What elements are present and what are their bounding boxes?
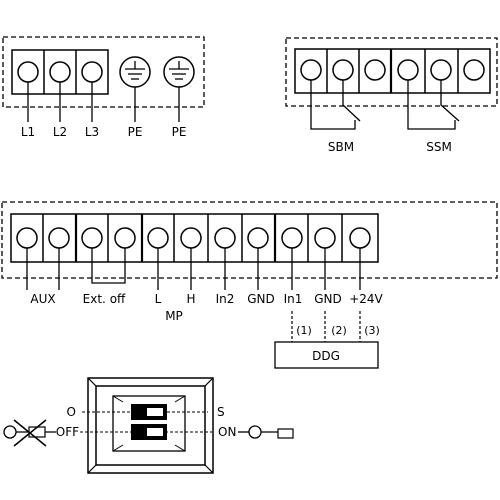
control-terminal-strip xyxy=(10,213,379,263)
switch-label-o: O xyxy=(67,405,76,419)
terminal-label-mp: MP xyxy=(165,309,183,323)
ssm-relay-contact-icon xyxy=(407,80,460,130)
ddg-connection-3: (3) xyxy=(364,324,380,337)
ddg-box xyxy=(274,341,379,369)
terminal-label-l2: L2 xyxy=(53,125,67,139)
terminal-screw xyxy=(300,59,322,81)
terminal-l3-screw xyxy=(81,61,103,83)
switch-label-s: S xyxy=(217,405,225,419)
terminal-label-h: H xyxy=(186,292,195,306)
power-terminal-block: L1 L2 L3 PE PE xyxy=(2,36,205,139)
ddg-connection-2: (2) xyxy=(331,324,347,337)
ddg-sensor: (1) (2) (3) DDG xyxy=(274,311,380,369)
relay-label-sbm: SBM xyxy=(328,140,354,154)
terminal-screw xyxy=(332,59,354,81)
control-block-dashed-border xyxy=(1,201,498,279)
terminal-label-l1: L1 xyxy=(21,125,35,139)
terminal-label-pe: PE xyxy=(172,125,187,139)
switch-outer-frame xyxy=(87,377,214,474)
terminal-screw xyxy=(430,59,452,81)
switch-label-on: ON xyxy=(218,425,236,439)
terminal-label-in1: In1 xyxy=(284,292,303,306)
terminal-screw xyxy=(81,227,103,249)
terminal-label-in2: In2 xyxy=(216,292,235,306)
power-block-dashed-border xyxy=(2,36,205,108)
terminal-screw xyxy=(214,227,236,249)
control-terminal-block: AUX Ext. off L H In2 GND In1 GND +24V MP xyxy=(1,201,498,323)
relay-block-dashed-border xyxy=(285,37,498,107)
terminal-screw xyxy=(114,227,136,249)
terminal-label-aux: AUX xyxy=(30,292,55,306)
terminal-label-l: L xyxy=(155,292,162,306)
relay-label-ssm: SSM xyxy=(426,140,452,154)
terminal-screw xyxy=(314,227,336,249)
terminal-screw xyxy=(16,227,38,249)
ddg-label: DDG xyxy=(312,349,340,363)
terminal-screw xyxy=(147,227,169,249)
terminal-screw xyxy=(349,227,371,249)
ddg-connection-1: (1) xyxy=(296,324,312,337)
relay-terminal-block: SBM SSM xyxy=(285,37,498,154)
terminal-screw xyxy=(463,59,485,81)
switch-label-off: OFF xyxy=(56,425,79,439)
relay-terminal-strip xyxy=(294,48,491,94)
switch-inner-frame xyxy=(95,385,206,466)
terminal-screw xyxy=(281,227,303,249)
terminal-label-l3: L3 xyxy=(85,125,99,139)
terminal-l1-screw xyxy=(17,61,39,83)
switch-panel xyxy=(112,395,186,452)
terminal-label-24v: +24V xyxy=(349,292,383,306)
terminal-label-pe: PE xyxy=(128,125,143,139)
dip-switch: O OFF S ON xyxy=(3,377,294,474)
terminal-l2-screw xyxy=(49,61,71,83)
terminal-label-gnd: GND xyxy=(314,292,342,306)
terminal-screw xyxy=(48,227,70,249)
terminal-screw xyxy=(180,227,202,249)
terminal-label-gnd: GND xyxy=(247,292,275,306)
terminal-screw xyxy=(364,59,386,81)
pe-ground-icon xyxy=(163,56,195,88)
terminal-screw xyxy=(397,59,419,81)
pe-ground-icon xyxy=(119,56,151,88)
ext-off-jumper-wire xyxy=(91,248,126,284)
crossed-key-icon xyxy=(3,419,56,447)
sbm-relay-contact-icon xyxy=(310,80,361,130)
terminal-screw xyxy=(247,227,269,249)
terminal-label-ext-off: Ext. off xyxy=(83,292,126,306)
key-icon xyxy=(238,425,294,439)
